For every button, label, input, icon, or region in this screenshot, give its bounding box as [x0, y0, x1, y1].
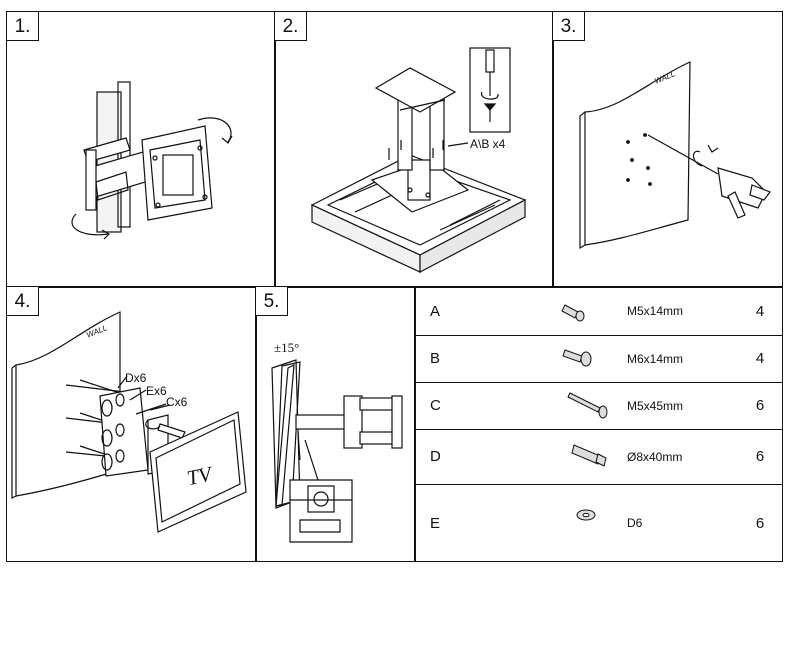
panel-5: 5.	[255, 286, 416, 562]
panel-4: 4.	[6, 286, 257, 562]
part-quantity: 6	[737, 382, 783, 430]
table-row: E D6 6	[414, 484, 783, 562]
parts-table: A M5x14mm 4 B M6x14mm 4 C M5x45mm 6 D Ø8…	[414, 288, 783, 562]
table-row: D Ø8x40mm 6	[414, 429, 783, 485]
table-row: A M5x14mm 4	[414, 288, 783, 336]
step-number: 5.	[256, 287, 288, 316]
tv-label: TV	[184, 461, 214, 491]
panel-2: 2.	[274, 11, 554, 288]
step-number: 4.	[7, 287, 39, 316]
part-letter: E	[430, 514, 441, 532]
part-letter: A	[414, 288, 472, 336]
panel-4-wall-mount-illustration	[11, 311, 247, 533]
screw-label: Cx6	[166, 395, 188, 409]
step-number: 3.	[553, 12, 585, 41]
step-number: 2.	[275, 12, 307, 41]
panel-1: 1.	[6, 11, 276, 288]
part-letter: D	[414, 429, 472, 485]
part-letter: C	[414, 382, 472, 430]
part-size: D6	[627, 516, 643, 531]
part-quantity: 6	[737, 429, 783, 485]
part-quantity: 4	[737, 288, 783, 336]
panel-3: 3.	[552, 11, 783, 288]
washer-label: Ex6	[146, 384, 167, 398]
part-letter: B	[414, 335, 472, 383]
part-size: M6x14mm	[627, 335, 737, 383]
part-quantity: 6	[755, 514, 765, 532]
panel-2-bracket-illustration	[310, 47, 527, 273]
part-image-cell	[472, 382, 627, 430]
washer-icon	[576, 509, 596, 521]
panel-3-drill-illustration	[579, 61, 771, 250]
tilt-angle-label: ±15°	[274, 340, 300, 355]
panel-1-arm-illustration	[71, 81, 233, 240]
part-image-cell	[472, 484, 627, 562]
anchor-label: Dx6	[125, 371, 147, 385]
part-quantity: 4	[737, 335, 783, 383]
table-row: C M5x45mm 6	[414, 382, 783, 430]
step-number: 1.	[7, 12, 39, 41]
part-image-cell	[472, 288, 627, 336]
part-size: M5x45mm	[627, 382, 737, 430]
table-row: B M6x14mm 4	[414, 335, 783, 383]
part-image-cell	[472, 429, 627, 485]
hardware-label: A\B x4	[470, 137, 506, 151]
panel-5-tilt-illustration	[271, 359, 403, 543]
part-image-cell	[472, 335, 627, 383]
part-size: Ø8x40mm	[627, 429, 737, 485]
part-size: M5x14mm	[627, 288, 737, 336]
